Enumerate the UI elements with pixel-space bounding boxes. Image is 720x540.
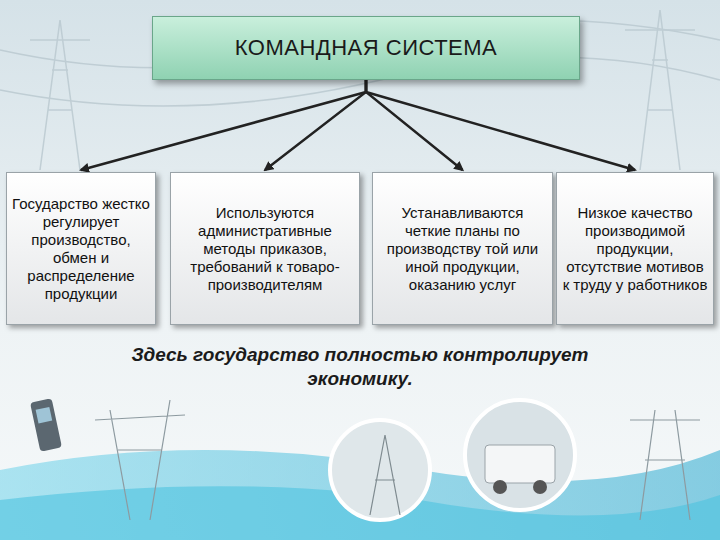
text-stack: Устанавливаются четкие планы по производ…	[377, 204, 548, 294]
text-stack: Государство жестко регулирует производст…	[11, 195, 151, 303]
arrow-connector	[81, 80, 366, 170]
box-text: Государство жестко регулирует производст…	[11, 195, 151, 303]
arrow-connector	[366, 80, 635, 170]
text-stack: Низкое качество производимой продукции, …	[561, 204, 709, 294]
text-stack: КОМАНДНАЯ СИСТЕМА	[235, 35, 498, 61]
feature-box: Используются административные методы при…	[170, 172, 360, 325]
box-text: Используются административные методы при…	[175, 204, 355, 294]
title-box: КОМАНДНАЯ СИСТЕМА	[152, 16, 580, 80]
feature-box: Устанавливаются четкие планы по производ…	[372, 172, 553, 325]
feature-box: Низкое качество производимой продукции, …	[556, 172, 714, 325]
text-stack: Используются административные методы при…	[175, 204, 355, 294]
arrow-connector	[366, 80, 463, 170]
arrow-connector	[265, 80, 366, 170]
feature-box: Государство жестко регулирует производст…	[6, 172, 156, 325]
box-text: Устанавливаются четкие планы по производ…	[377, 204, 548, 294]
title-text: КОМАНДНАЯ СИСТЕМА	[235, 35, 498, 61]
box-text: Низкое качество производимой продукции, …	[561, 204, 709, 294]
summary-note: Здесь государство полностью контролирует…	[110, 343, 610, 391]
